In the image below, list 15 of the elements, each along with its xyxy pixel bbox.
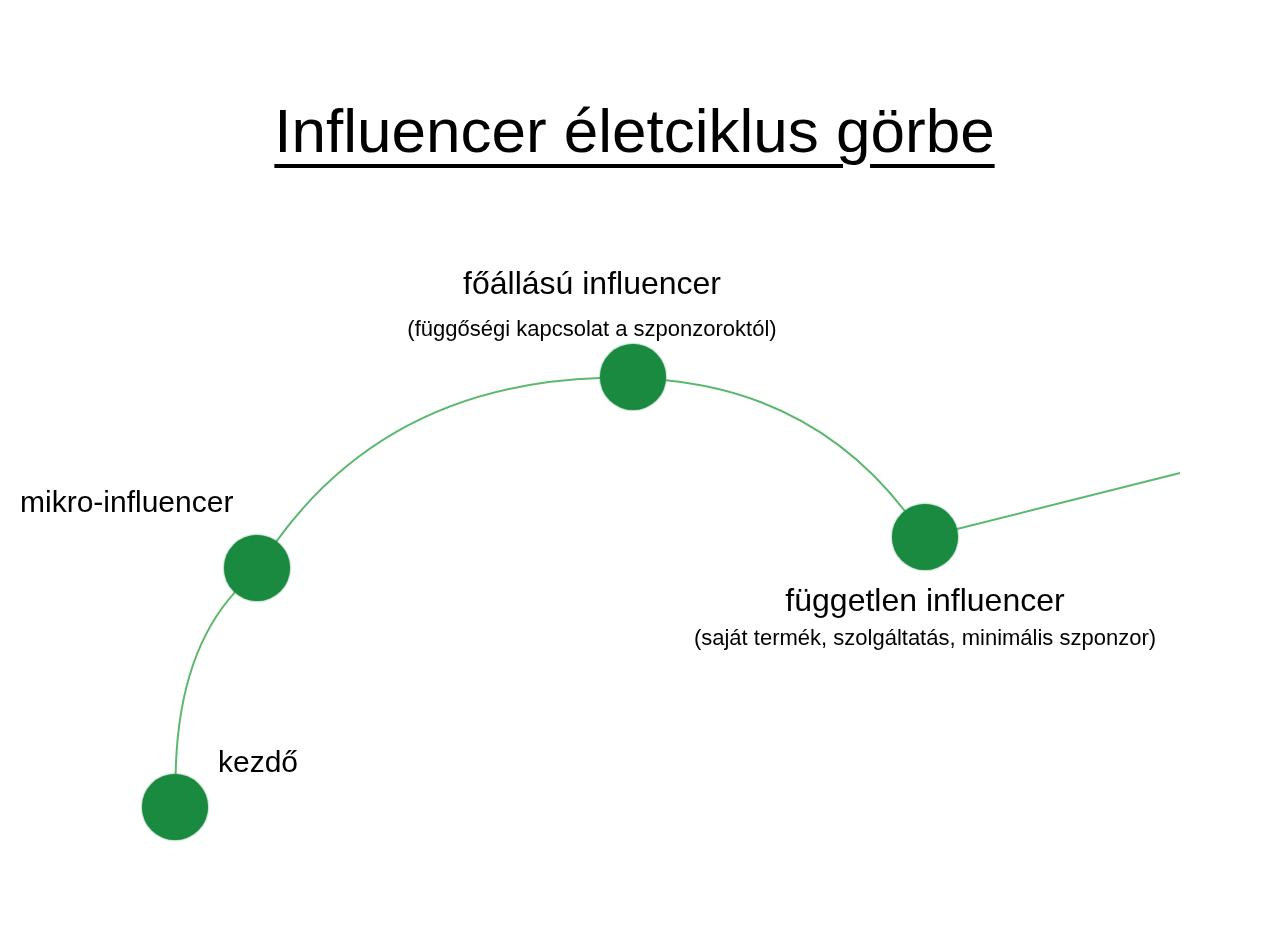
- stage-label: független influencer: [785, 582, 1065, 619]
- diagram-title: Influencer életciklus görbe: [274, 96, 995, 165]
- curve-line: [956, 472, 1181, 530]
- stage-circle: [142, 774, 208, 840]
- stage-circle: [600, 344, 666, 410]
- curve-line: [275, 377, 601, 543]
- stage-circle: [224, 535, 290, 601]
- stage-label: kezdő: [218, 745, 299, 779]
- stage-label: mikro-influencer: [20, 485, 234, 519]
- curve-line: [174, 591, 236, 775]
- curve-line: [664, 379, 906, 512]
- stage-description: (függőségi kapcsolat a szponzoroktól): [407, 316, 777, 342]
- stage-description: (saját termék, szolgáltatás, minimális szponzor): [693, 625, 1157, 651]
- stage-circle: [892, 504, 958, 570]
- stage-label: főállású influencer: [463, 265, 721, 302]
